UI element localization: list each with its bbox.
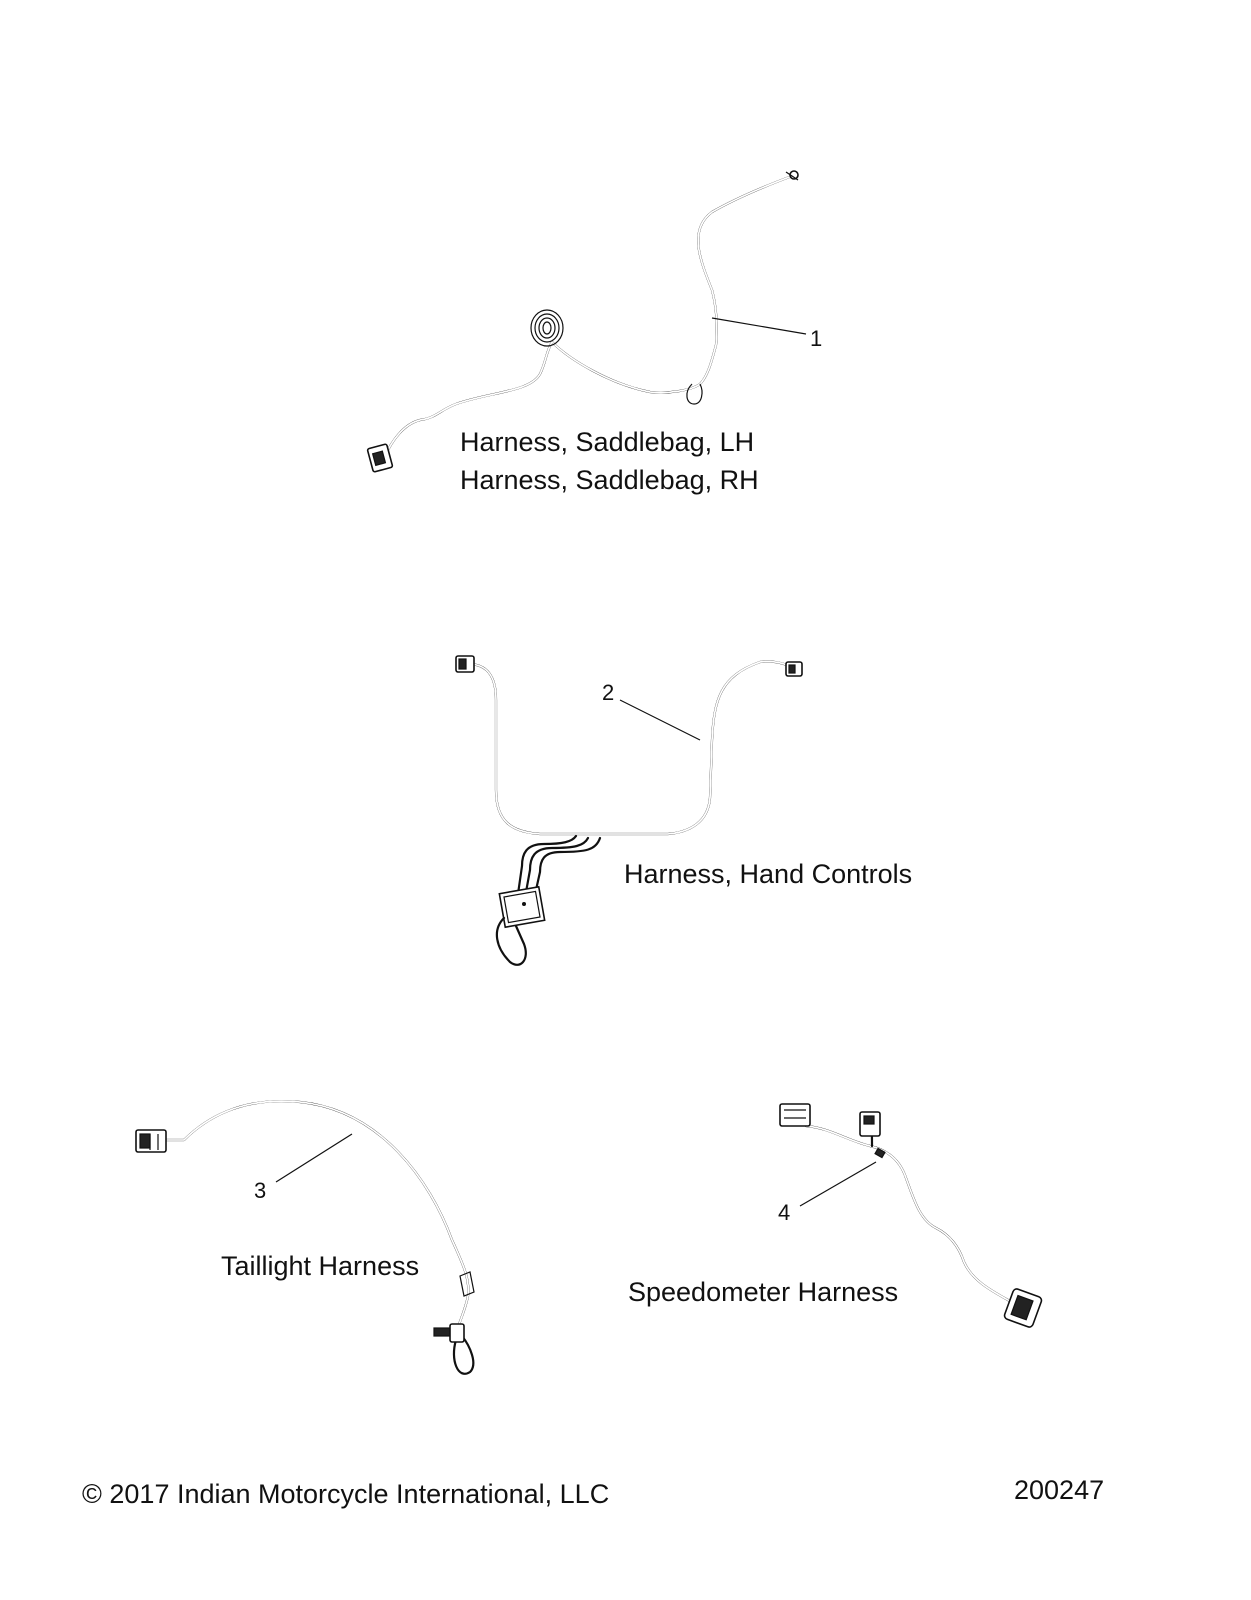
part-label-speedometer: Speedometer Harness: [628, 1277, 899, 1307]
part-label-hand-controls: Harness, Hand Controls: [624, 859, 913, 889]
saddlebag-harness-drawing: [366, 170, 807, 473]
callout-number-1: 1: [810, 326, 823, 351]
callout-number-3: 3: [254, 1178, 267, 1203]
callout-number-4: 4: [778, 1200, 791, 1225]
part-label-saddlebag-lh: Harness, Saddlebag, LH: [460, 427, 755, 457]
copyright-notice: © 2017 Indian Motorcycle International, …: [82, 1479, 610, 1509]
figure-id: 200247: [1014, 1475, 1105, 1505]
taillight-harness-drawing: [135, 1100, 475, 1375]
hand-controls-harness-drawing: [455, 655, 803, 966]
part-label-saddlebag-rh: Harness, Saddlebag, RH: [460, 465, 759, 495]
callout-number-2: 2: [602, 680, 615, 705]
speedometer-harness-drawing: [779, 1103, 1043, 1328]
part-label-taillight: Taillight Harness: [221, 1251, 420, 1281]
